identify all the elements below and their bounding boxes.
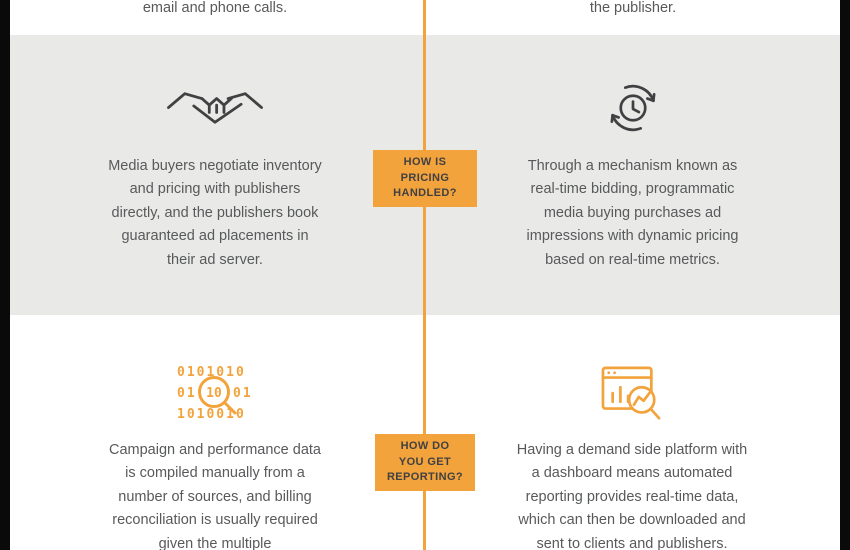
pricing-question-line: PRICING	[400, 171, 450, 184]
pricing-question-badge: HOW IS PRICING HANDLED?	[373, 150, 477, 207]
svg-text:01: 01	[233, 386, 253, 401]
pricing-question-line: HOW IS	[403, 156, 447, 169]
binary-data-magnifier-icon: 0101010 01 01 1010010 10	[171, 361, 259, 425]
svg-text:10: 10	[206, 386, 222, 401]
reporting-question-line: YOU GET	[398, 455, 452, 468]
reporting-traditional-text: Campaign and performance data is compile…	[109, 442, 321, 550]
pricing-traditional-text: Media buyers negotiate inventory and pri…	[108, 158, 322, 268]
reporting-programmatic-cell: Having a demand side platform with a das…	[507, 361, 757, 550]
reporting-question-line: HOW DO	[400, 440, 450, 453]
reporting-question-badge: HOW DO YOU GET REPORTING?	[375, 434, 475, 491]
pricing-programmatic-text: Through a mechanism known as real-time b…	[526, 158, 739, 268]
left-edge-bar	[0, 0, 10, 550]
reporting-traditional-cell: 0101010 01 01 1010010 10 Campaign and pe…	[90, 361, 340, 550]
realtime-clock-refresh-icon	[604, 79, 662, 137]
traditional-contact-text: email and phone calls.	[142, 0, 288, 16]
handshake-icon	[166, 79, 264, 137]
dashboard-report-magnifier-icon	[600, 361, 664, 425]
reporting-question-line: REPORTING?	[386, 471, 464, 484]
pricing-traditional-cell: Media buyers negotiate inventory and pri…	[90, 79, 340, 272]
svg-text:01: 01	[177, 386, 197, 401]
pricing-programmatic-cell: Through a mechanism known as real-time b…	[500, 79, 765, 272]
svg-text:1010010: 1010010	[177, 407, 246, 422]
right-edge-bar	[840, 0, 850, 550]
reporting-programmatic-text: Having a demand side platform with a das…	[516, 442, 748, 550]
svg-text:0101010: 0101010	[177, 365, 246, 380]
center-divider-line	[423, 0, 426, 550]
programmatic-contact-text: the publisher.	[589, 0, 677, 16]
pricing-question-line: HANDLED?	[393, 187, 457, 200]
